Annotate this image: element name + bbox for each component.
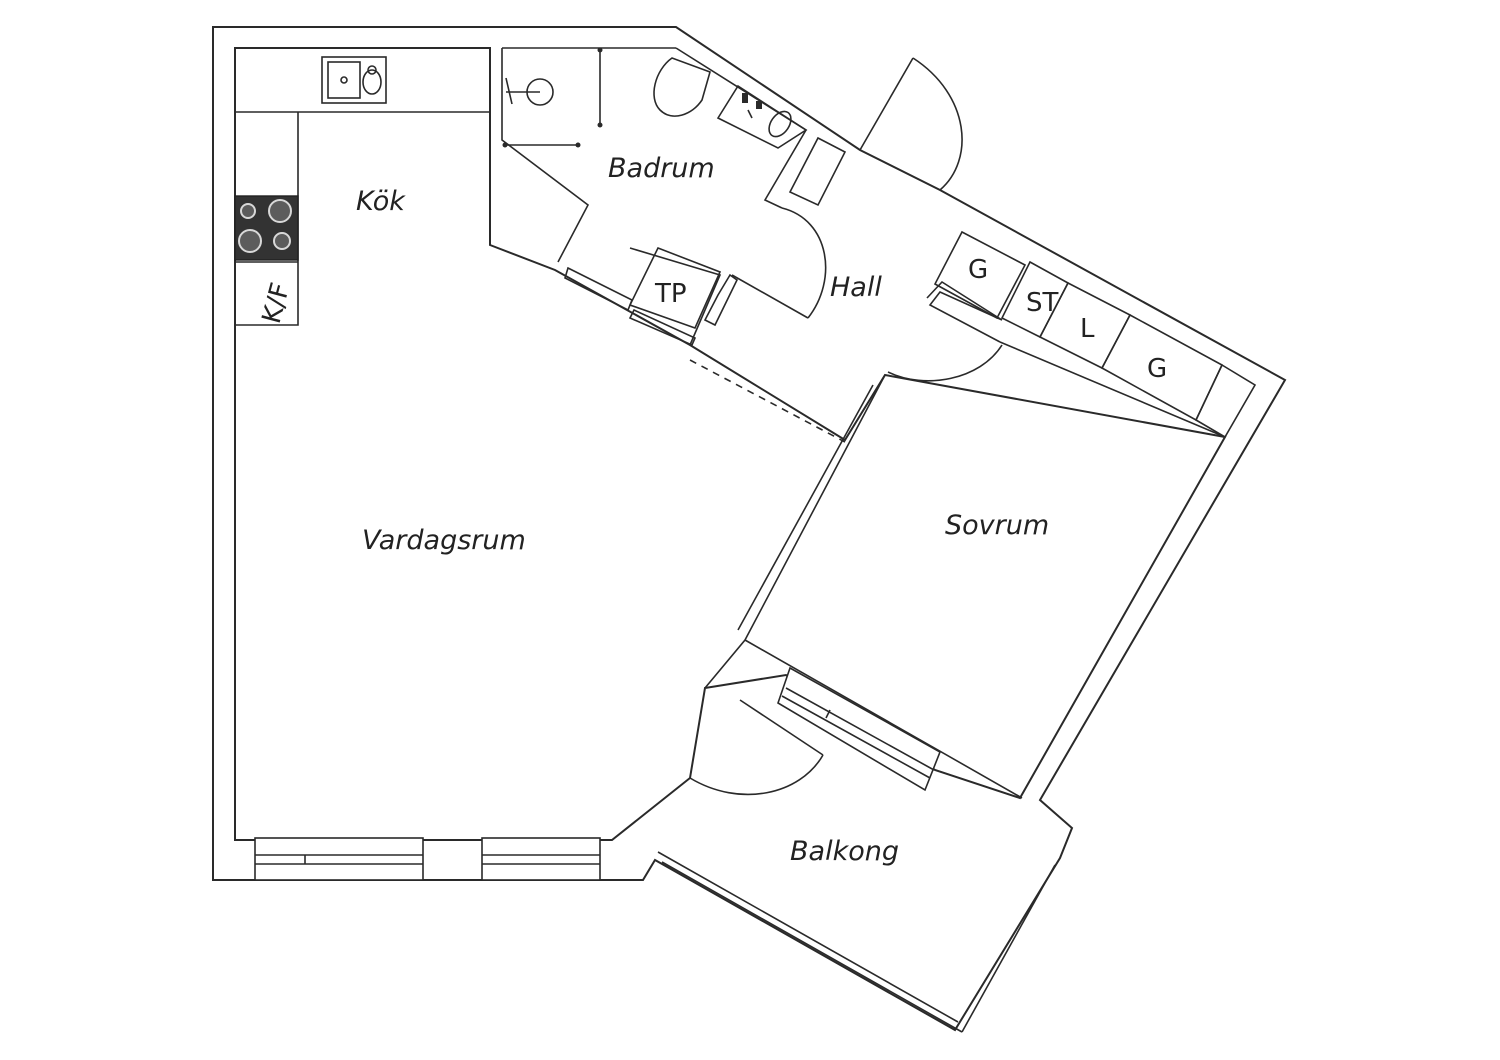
balcony-wall xyxy=(961,864,1056,1033)
balcony-railing xyxy=(657,851,963,1033)
fixture-label-dryer: TP xyxy=(654,279,687,309)
room-label-balcony: Balkong xyxy=(790,836,899,867)
interior-wall-bedroom-left xyxy=(704,374,886,689)
bath-shelf xyxy=(788,136,847,207)
balcony-door xyxy=(689,699,824,796)
room-label-kitchen: Kök xyxy=(356,186,406,217)
bathroom-door xyxy=(731,207,827,319)
interior-wall-hall-bed xyxy=(926,280,1003,343)
interior-wall-bath-hall xyxy=(675,47,808,209)
fixture-label-wardrobe-hall: G xyxy=(968,255,988,285)
fixture-label-fridge-freezer: K/F xyxy=(257,280,297,327)
fixture-label-wardrobe-bedroom: G xyxy=(1147,354,1167,384)
dryer-box xyxy=(564,246,739,347)
entrance-door xyxy=(859,57,963,191)
washbasin-icon xyxy=(716,84,808,149)
fixture-label-cleaning-closet: ST xyxy=(1026,288,1059,318)
interior-wall-bedroom-bottom xyxy=(744,639,1023,799)
opening-line xyxy=(689,359,846,443)
room-label-living-room: Vardagsrum xyxy=(362,525,526,556)
interior-wall-bath xyxy=(501,48,590,263)
window-living-right xyxy=(481,837,601,881)
shower-icon xyxy=(502,47,603,148)
kitchen-sink xyxy=(321,56,387,104)
fixture-label-linen-closet: L xyxy=(1080,314,1095,344)
hall-closets xyxy=(933,230,1257,439)
room-label-hall: Hall xyxy=(830,272,882,303)
room-label-bedroom: Sovrum xyxy=(945,510,1049,541)
interior-wall-sovrum-closets xyxy=(999,341,1226,438)
interior-wall-tp xyxy=(629,247,722,346)
window-bedroom-balcony xyxy=(777,666,942,792)
bedroom-door xyxy=(887,344,1003,382)
stove-icon xyxy=(234,195,299,261)
toilet-icon xyxy=(653,57,711,117)
interior-wall-bedroom-left-outer xyxy=(737,384,874,631)
window-living-left xyxy=(254,837,424,881)
room-label-bathroom: Badrum xyxy=(608,153,715,184)
